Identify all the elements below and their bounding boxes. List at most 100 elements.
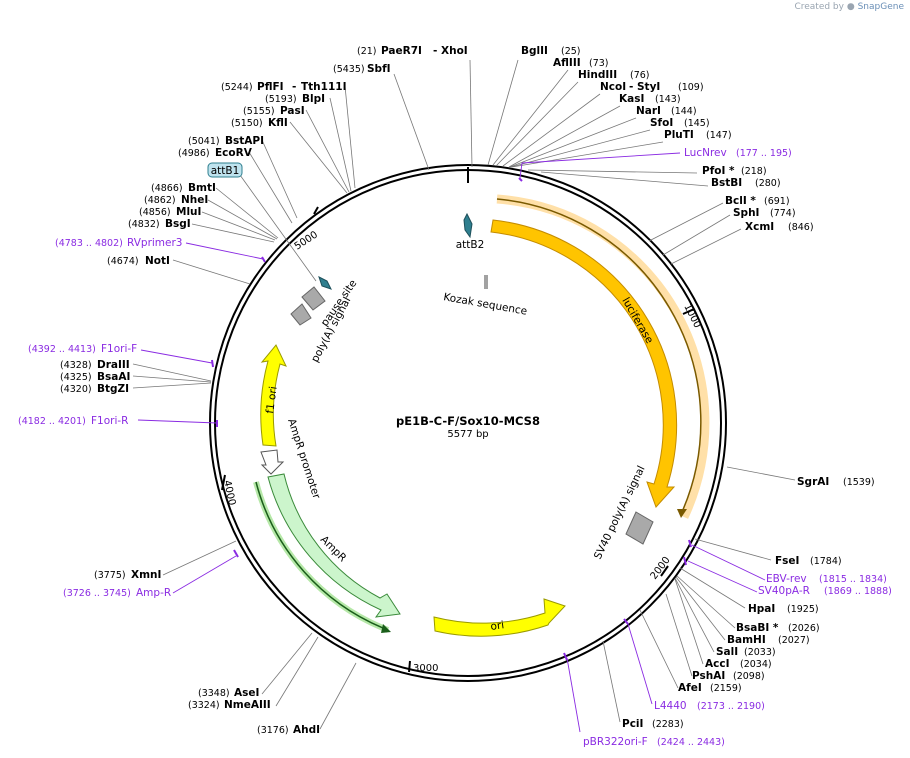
sv40-polya-feature <box>625 511 654 545</box>
enzyme-label-pflfi: (5244) PflFI - Tth111I <box>221 81 346 93</box>
svg-text:(846): (846) <box>788 222 814 233</box>
svg-text:MluI: MluI <box>176 206 201 218</box>
svg-text:XmnI: XmnI <box>131 569 161 581</box>
svg-text:NheI: NheI <box>181 194 208 206</box>
enzyme-label-xmni: (3775) XmnI <box>94 569 161 581</box>
svg-text:(3324): (3324) <box>188 700 220 711</box>
enzyme-label-bglii: BglII (25) <box>521 45 581 57</box>
svg-text:(143): (143) <box>655 94 681 105</box>
svg-text:Tth111I: Tth111I <box>301 81 346 93</box>
enzyme-label-bstapi: (5041) BstAPI <box>188 135 264 147</box>
svg-text:(3726 .. 3745): (3726 .. 3745) <box>63 588 131 599</box>
plasmid-length: 5577 bp <box>447 429 488 440</box>
svg-text:HindIII: HindIII <box>578 69 617 81</box>
svg-text:(3176): (3176) <box>257 725 289 736</box>
svg-text:(2159): (2159) <box>710 683 742 694</box>
enzyme-label-ahdi: (3176) AhdI <box>257 724 320 736</box>
svg-text:(774): (774) <box>770 208 796 219</box>
enzyme-label-sphi: SphI (774) <box>733 207 796 219</box>
svg-text:(5041): (5041) <box>188 136 220 147</box>
svg-text:L4440: L4440 <box>654 700 687 712</box>
svg-text:(5435): (5435) <box>333 64 365 75</box>
svg-text:(2026): (2026) <box>788 623 820 634</box>
svg-text:PfoI *: PfoI * <box>702 165 735 177</box>
svg-text:SfoI: SfoI <box>650 117 673 129</box>
svg-text:F1ori-F: F1ori-F <box>101 343 137 355</box>
tick-3000-label: 3000 <box>413 663 438 674</box>
svg-text:(5244): (5244) <box>221 82 253 93</box>
enzyme-label-fsei: FseI (1784) <box>775 555 842 567</box>
svg-text:BglII: BglII <box>521 45 548 57</box>
svg-text:(5150): (5150) <box>231 118 263 129</box>
enzyme-label-nari: NarI (144) <box>636 105 697 117</box>
svg-text:(1815 .. 1834): (1815 .. 1834) <box>819 574 887 585</box>
svg-text:(1869 .. 1888): (1869 .. 1888) <box>824 586 892 597</box>
primer-leaders <box>137 152 766 733</box>
enzyme-label-noti: (4674) NotI <box>107 255 170 267</box>
enzyme-label-pshai: PshAI (2098) <box>692 670 765 682</box>
enzyme-label-bsgi: (4832) BsgI <box>128 218 191 230</box>
svg-text:RVprimer3: RVprimer3 <box>127 237 183 249</box>
enzyme-label-btgzi: (4320) BtgZI <box>60 383 129 395</box>
svg-text:(691): (691) <box>764 196 790 207</box>
svg-text:(4986): (4986) <box>178 148 210 159</box>
ori-feature <box>433 598 566 637</box>
svg-text:AfeI: AfeI <box>678 682 702 694</box>
svg-text:PflFI: PflFI <box>257 81 284 93</box>
svg-text:BstBI: BstBI <box>711 177 742 189</box>
svg-text:BsaBI *: BsaBI * <box>736 622 779 634</box>
svg-text:BclI *: BclI * <box>725 195 756 207</box>
enzyme-label-afei: AfeI (2159) <box>678 682 742 694</box>
svg-text:BamHI: BamHI <box>727 634 766 646</box>
svg-text:-: - <box>433 45 437 57</box>
svg-text:(4325): (4325) <box>60 372 92 383</box>
enzyme-label-mlui: (4856) MluI <box>139 206 201 218</box>
svg-text:(21): (21) <box>357 46 377 57</box>
svg-text:AhdI: AhdI <box>293 724 320 736</box>
snapgene-logo-icon: ● <box>846 2 855 12</box>
svg-text:AseI: AseI <box>234 687 259 699</box>
enzyme-label-bamhi: BamHI (2027) <box>727 634 810 646</box>
ampr-feature <box>267 473 401 618</box>
ori-label: ori <box>490 619 505 633</box>
svg-text:(4832): (4832) <box>128 219 160 230</box>
svg-text:(4856): (4856) <box>139 207 171 218</box>
enzyme-label-bsabi: BsaBI * (2026) <box>736 622 820 634</box>
svg-text:StyI: StyI <box>637 81 660 93</box>
svg-text:(1539): (1539) <box>843 477 875 488</box>
pause-site-feature <box>301 286 326 311</box>
svg-text:(144): (144) <box>671 106 697 117</box>
enzyme-label-ecorv: (4986) EcoRV <box>178 147 253 159</box>
svg-text:F1ori-R: F1ori-R <box>91 415 128 427</box>
polya-signal-feature <box>290 303 312 326</box>
svg-text:PshAI: PshAI <box>692 670 725 682</box>
primer-label-rvprimer3: (4783 .. 4802) RVprimer3 <box>55 237 183 249</box>
luciferase-halo <box>496 194 710 519</box>
ampr-orf-arrowhead <box>381 624 391 633</box>
svg-text:PluTI: PluTI <box>664 129 694 141</box>
enzyme-label-sgrai: SgrAI (1539) <box>797 476 875 488</box>
primer-ticks <box>211 177 692 661</box>
enzyme-label-nhei: (4862) NheI <box>144 194 208 206</box>
svg-text:(2034): (2034) <box>740 659 772 670</box>
luciferase-orf-arrowhead <box>677 509 687 518</box>
svg-text:DraIII: DraIII <box>97 359 130 371</box>
snapgene-credit: Created by ● SnapGene <box>794 2 904 12</box>
svg-text:(25): (25) <box>561 46 581 57</box>
svg-text:(5193): (5193) <box>265 94 297 105</box>
attb2-label: attB2 <box>456 239 485 251</box>
enzyme-label-acci: AccI (2034) <box>705 658 772 670</box>
svg-text:AflIII: AflIII <box>553 57 581 69</box>
attb2-feature <box>463 212 473 239</box>
svg-text:(280): (280) <box>755 178 781 189</box>
svg-text:SphI: SphI <box>733 207 759 219</box>
svg-text:BtgZI: BtgZI <box>97 383 129 395</box>
svg-text:SalI: SalI <box>716 646 738 658</box>
enzyme-label-xcmi: XcmI (846) <box>745 221 814 233</box>
svg-text:BlpI: BlpI <box>302 93 325 105</box>
enzyme-label-asei: (3348) AseI <box>198 687 259 699</box>
primer-label-f1ori-f: (4392 .. 4413) F1ori-F <box>28 343 137 355</box>
svg-text:PciI: PciI <box>622 718 643 730</box>
ampr-promoter-label: AmpR promoter <box>285 417 322 501</box>
enzyme-label-afliii: AflIII (73) <box>553 57 609 69</box>
